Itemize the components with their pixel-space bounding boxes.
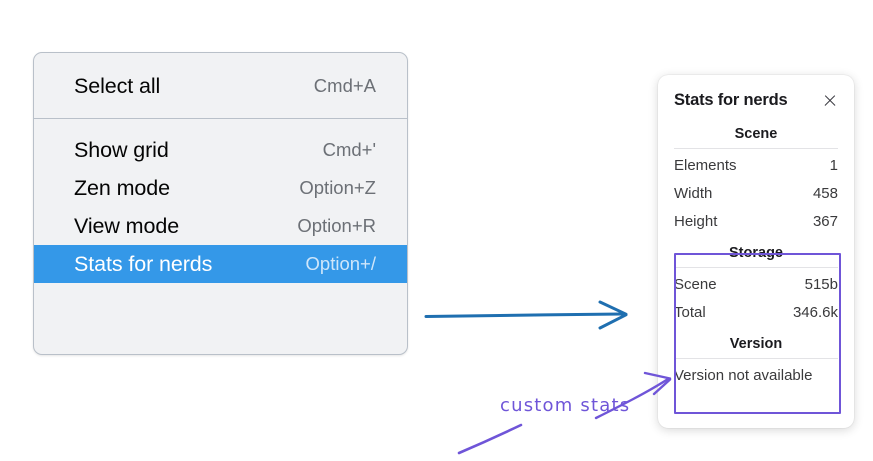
stats-for-nerds-panel: Stats for nerds Scene Elements 1 Width 4…	[658, 75, 854, 428]
menu-item-shortcut: Cmd+'	[322, 139, 376, 160]
purple-underline-stroke	[457, 423, 523, 455]
custom-stats-annotation-label: custom stats	[500, 395, 631, 416]
close-icon[interactable]	[822, 93, 838, 109]
menu-item-stats-for-nerds[interactable]: Stats for nerds Option+/	[34, 245, 407, 283]
stat-key: Width	[674, 185, 713, 202]
stats-panel-header: Stats for nerds	[674, 91, 838, 110]
menu-item-show-grid[interactable]: Show grid Cmd+'	[34, 131, 407, 169]
menu-separator	[34, 118, 407, 119]
stat-value: 515b	[804, 276, 838, 293]
stat-key: Elements	[674, 157, 737, 174]
context-menu[interactable]: Select all Cmd+A Show grid Cmd+' Zen mod…	[33, 52, 408, 355]
menu-item-zen-mode[interactable]: Zen mode Option+Z	[34, 169, 407, 207]
menu-item-shortcut: Option+/	[305, 253, 376, 274]
stat-version-text: Version not available	[674, 367, 813, 384]
menu-group-1: Select all Cmd+A	[34, 53, 407, 118]
stats-panel-body: Stats for nerds Scene Elements 1 Width 4…	[658, 75, 854, 428]
stat-key: Scene	[674, 276, 717, 293]
menu-item-select-all[interactable]: Select all Cmd+A	[34, 67, 407, 105]
stat-row-elements: Elements 1	[674, 152, 838, 180]
menu-item-label: Show grid	[74, 137, 169, 162]
section-divider	[674, 267, 838, 268]
menu-item-label: View mode	[74, 213, 180, 238]
menu-item-shortcut: Cmd+A	[313, 75, 376, 96]
menu-item-label: Stats for nerds	[74, 251, 213, 276]
stat-value: 367	[812, 213, 838, 230]
stat-row-width: Width 458	[674, 180, 838, 208]
menu-group-2: Show grid Cmd+' Zen mode Option+Z View m…	[34, 119, 407, 295]
section-title-storage: Storage	[729, 245, 783, 261]
stat-key: Height	[674, 213, 718, 230]
menu-item-label: Zen mode	[74, 175, 171, 200]
stat-value: 458	[812, 185, 838, 202]
menu-item-label: Select all	[74, 73, 161, 98]
stat-key: Total	[674, 304, 706, 321]
panel-title: Stats for nerds	[674, 91, 788, 109]
stat-row-height: Height 367	[674, 208, 838, 236]
stat-value: 1	[829, 157, 838, 174]
stat-row-storage-total: Total 346.6k	[674, 299, 838, 327]
section-divider	[674, 358, 838, 359]
menu-item-shortcut: Option+Z	[299, 177, 376, 198]
section-divider	[674, 148, 838, 149]
menu-item-shortcut: Option+R	[297, 215, 376, 236]
stat-row-storage-scene: Scene 515b	[674, 271, 838, 299]
section-title-scene: Scene	[734, 126, 778, 142]
blue-arrow	[424, 300, 628, 330]
stat-value: 346.6k	[792, 304, 838, 321]
menu-item-view-mode[interactable]: View mode Option+R	[34, 207, 407, 245]
section-title-version: Version	[729, 336, 783, 352]
